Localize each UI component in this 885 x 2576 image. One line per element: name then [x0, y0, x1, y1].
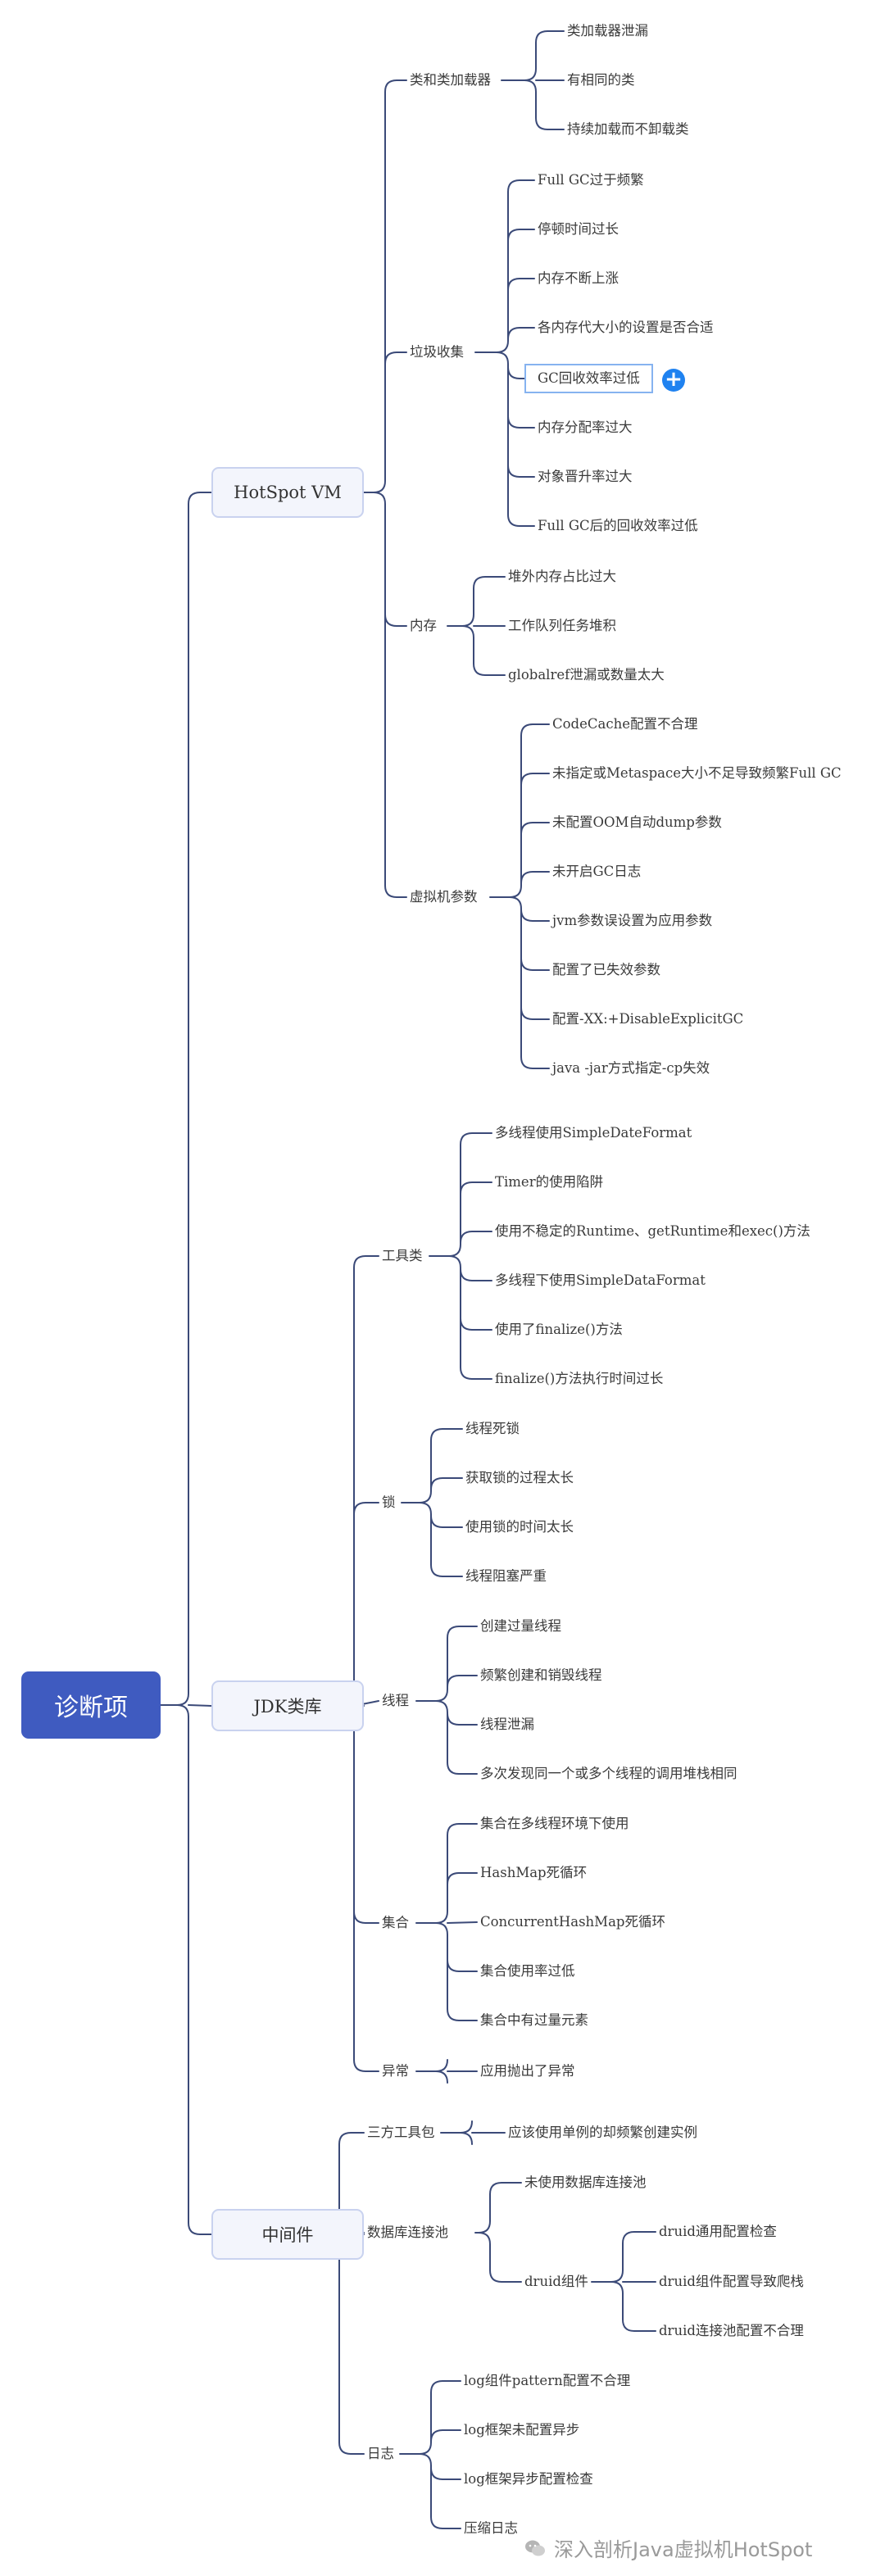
leaf-item[interactable]: ConcurrentHashMap死循环 [480, 1914, 665, 1930]
leaf-item[interactable]: 配置了已失效参数 [552, 962, 660, 977]
category-threads[interactable]: 线程 [382, 1693, 409, 1708]
leaf-item[interactable]: 各内存代大小的设置是否合适 [538, 320, 714, 335]
category-memory[interactable]: 内存 [410, 618, 437, 633]
leaf-item[interactable]: 获取锁的过程太长 [465, 1470, 574, 1485]
leaf-item-selected[interactable]: GC回收效率过低 [524, 364, 653, 393]
leaf-item[interactable]: 未使用数据库连接池 [524, 2175, 647, 2190]
category-gc[interactable]: 垃圾收集 [410, 344, 464, 360]
leaf-item[interactable]: 应用抛出了异常 [480, 2063, 575, 2079]
category-collections[interactable]: 集合 [382, 1915, 409, 1930]
connector-db-pool [474, 2182, 522, 2283]
connector-classloader [501, 30, 565, 130]
leaf-item[interactable]: log框架异步配置检查 [464, 2471, 593, 2487]
add-node-button[interactable]: + [662, 369, 685, 392]
category-log[interactable]: 日志 [367, 2446, 394, 2461]
leaf-item[interactable]: log框架未配置异步 [464, 2422, 580, 2438]
leaf-item[interactable]: Full GC后的回收效率过低 [538, 518, 698, 533]
leaf-item[interactable]: globalref泄漏或数量太大 [508, 667, 665, 683]
leaf-item[interactable]: druid通用配置检查 [659, 2224, 777, 2239]
leaf-item[interactable]: 多次发现同一个或多个线程的调用堆栈相同 [480, 1766, 738, 1781]
category-vm-params[interactable]: 虚拟机参数 [410, 889, 478, 905]
connector-gc [474, 179, 535, 527]
leaf-item[interactable]: java -jar方式指定-cp失效 [552, 1060, 710, 1076]
category-druid[interactable]: druid组件 [524, 2274, 588, 2289]
leaf-item[interactable]: 停顿时间过长 [538, 221, 619, 237]
leaf-item[interactable]: 工作队列任务堆积 [508, 618, 616, 633]
connector-vm-params [489, 723, 550, 1069]
leaf-item[interactable]: 多线程下使用SimpleDataFormat [495, 1272, 706, 1288]
leaf-item[interactable]: 使用不稳定的Runtime、getRuntime和exec()方法 [495, 1223, 810, 1239]
leaf-item[interactable]: 线程阻塞严重 [465, 1568, 547, 1584]
leaf-item[interactable]: CodeCache配置不合理 [552, 716, 698, 732]
leaf-item[interactable]: finalize()方法执行时间过长 [495, 1371, 664, 1386]
connector-druid [591, 2231, 656, 2332]
category-third-party[interactable]: 三方工具包 [367, 2125, 435, 2140]
connector-middleware [327, 2132, 365, 2455]
leaf-item[interactable]: 类加载器泄漏 [567, 23, 648, 39]
leaf-item[interactable]: Timer的使用陷阱 [495, 1174, 604, 1190]
leaf-item[interactable]: 集合在多线程环境下使用 [480, 1816, 629, 1831]
leaf-item[interactable]: 应该使用单例的却频繁创建实例 [508, 2125, 697, 2140]
leaf-item[interactable]: 使用了finalize()方法 [495, 1322, 623, 1337]
connector-locks [401, 1428, 463, 1577]
leaf-item[interactable]: 对象晋升率过大 [538, 469, 633, 484]
leaf-item[interactable]: 多线程使用SimpleDateFormat [495, 1125, 692, 1141]
connector-jdk [342, 1255, 379, 2072]
leaf-item[interactable]: 集合中有过量元素 [480, 2012, 588, 2028]
leaf-item[interactable]: 配置-XX:+DisableExplicitGC [552, 1011, 744, 1027]
category-exceptions[interactable]: 异常 [382, 2063, 409, 2079]
category-classloader[interactable]: 类和类加载器 [410, 72, 491, 88]
watermark: 深入剖析Java虚拟机HotSpot [524, 2533, 812, 2562]
leaf-item[interactable]: 未指定或Metaspace大小不足导致频繁Full GC [552, 765, 842, 781]
leaf-item[interactable]: 堆外内存占比过大 [508, 569, 616, 584]
connector-hotspot [363, 79, 407, 898]
leaf-item[interactable]: 线程泄漏 [480, 1717, 534, 1732]
leaf-item[interactable]: Full GC过于频繁 [538, 172, 644, 188]
connector-tools [429, 1132, 492, 1380]
leaf-item[interactable]: 压缩日志 [464, 2520, 518, 2536]
leaf-item[interactable]: 线程死锁 [465, 1421, 520, 1436]
connector-log [399, 2380, 461, 2529]
leaf-item[interactable]: 内存不断上涨 [538, 270, 619, 286]
connector-third-party [440, 2120, 506, 2145]
wechat-icon [524, 2539, 546, 2557]
leaf-item[interactable]: 频繁创建和销毁线程 [480, 1667, 602, 1683]
leaf-item[interactable]: 未配置OOM自动dump参数 [552, 814, 722, 830]
root-node[interactable]: 诊断项 [21, 1671, 161, 1739]
leaf-item[interactable]: 未开启GC日志 [552, 864, 642, 879]
leaf-item[interactable]: 有相同的类 [567, 72, 635, 88]
connector-root [160, 492, 212, 2235]
leaf-item[interactable]: 创建过量线程 [480, 1618, 561, 1634]
connector-threads [415, 1626, 478, 1775]
leaf-item[interactable]: log组件pattern配置不合理 [464, 2373, 631, 2388]
leaf-item[interactable]: druid连接池配置不合理 [659, 2323, 804, 2338]
leaf-item[interactable]: 使用锁的时间太长 [465, 1519, 574, 1535]
connector-exceptions [415, 2059, 478, 2084]
leaf-item[interactable]: 集合使用率过低 [480, 1963, 575, 1979]
category-db-pool[interactable]: 数据库连接池 [367, 2225, 448, 2240]
group-hotspot-vm[interactable]: HotSpot VM [211, 467, 364, 518]
leaf-item[interactable]: jvm参数误设置为应用参数 [552, 913, 713, 928]
category-locks[interactable]: 锁 [382, 1494, 396, 1510]
group-middleware[interactable]: 中间件 [211, 2209, 364, 2260]
watermark-text: 深入剖析Java虚拟机HotSpot [554, 2538, 813, 2561]
leaf-item[interactable]: HashMap死循环 [480, 1865, 588, 1880]
connector-collections [415, 1823, 478, 2021]
leaf-item[interactable]: druid组件配置导致爬栈 [659, 2274, 804, 2289]
leaf-item[interactable]: 内存分配率过大 [538, 420, 633, 435]
group-jdk-library[interactable]: JDK类库 [211, 1680, 364, 1731]
category-tools[interactable]: 工具类 [382, 1248, 423, 1263]
leaf-item[interactable]: 持续加载而不卸载类 [567, 121, 689, 137]
connector-memory [447, 576, 506, 676]
